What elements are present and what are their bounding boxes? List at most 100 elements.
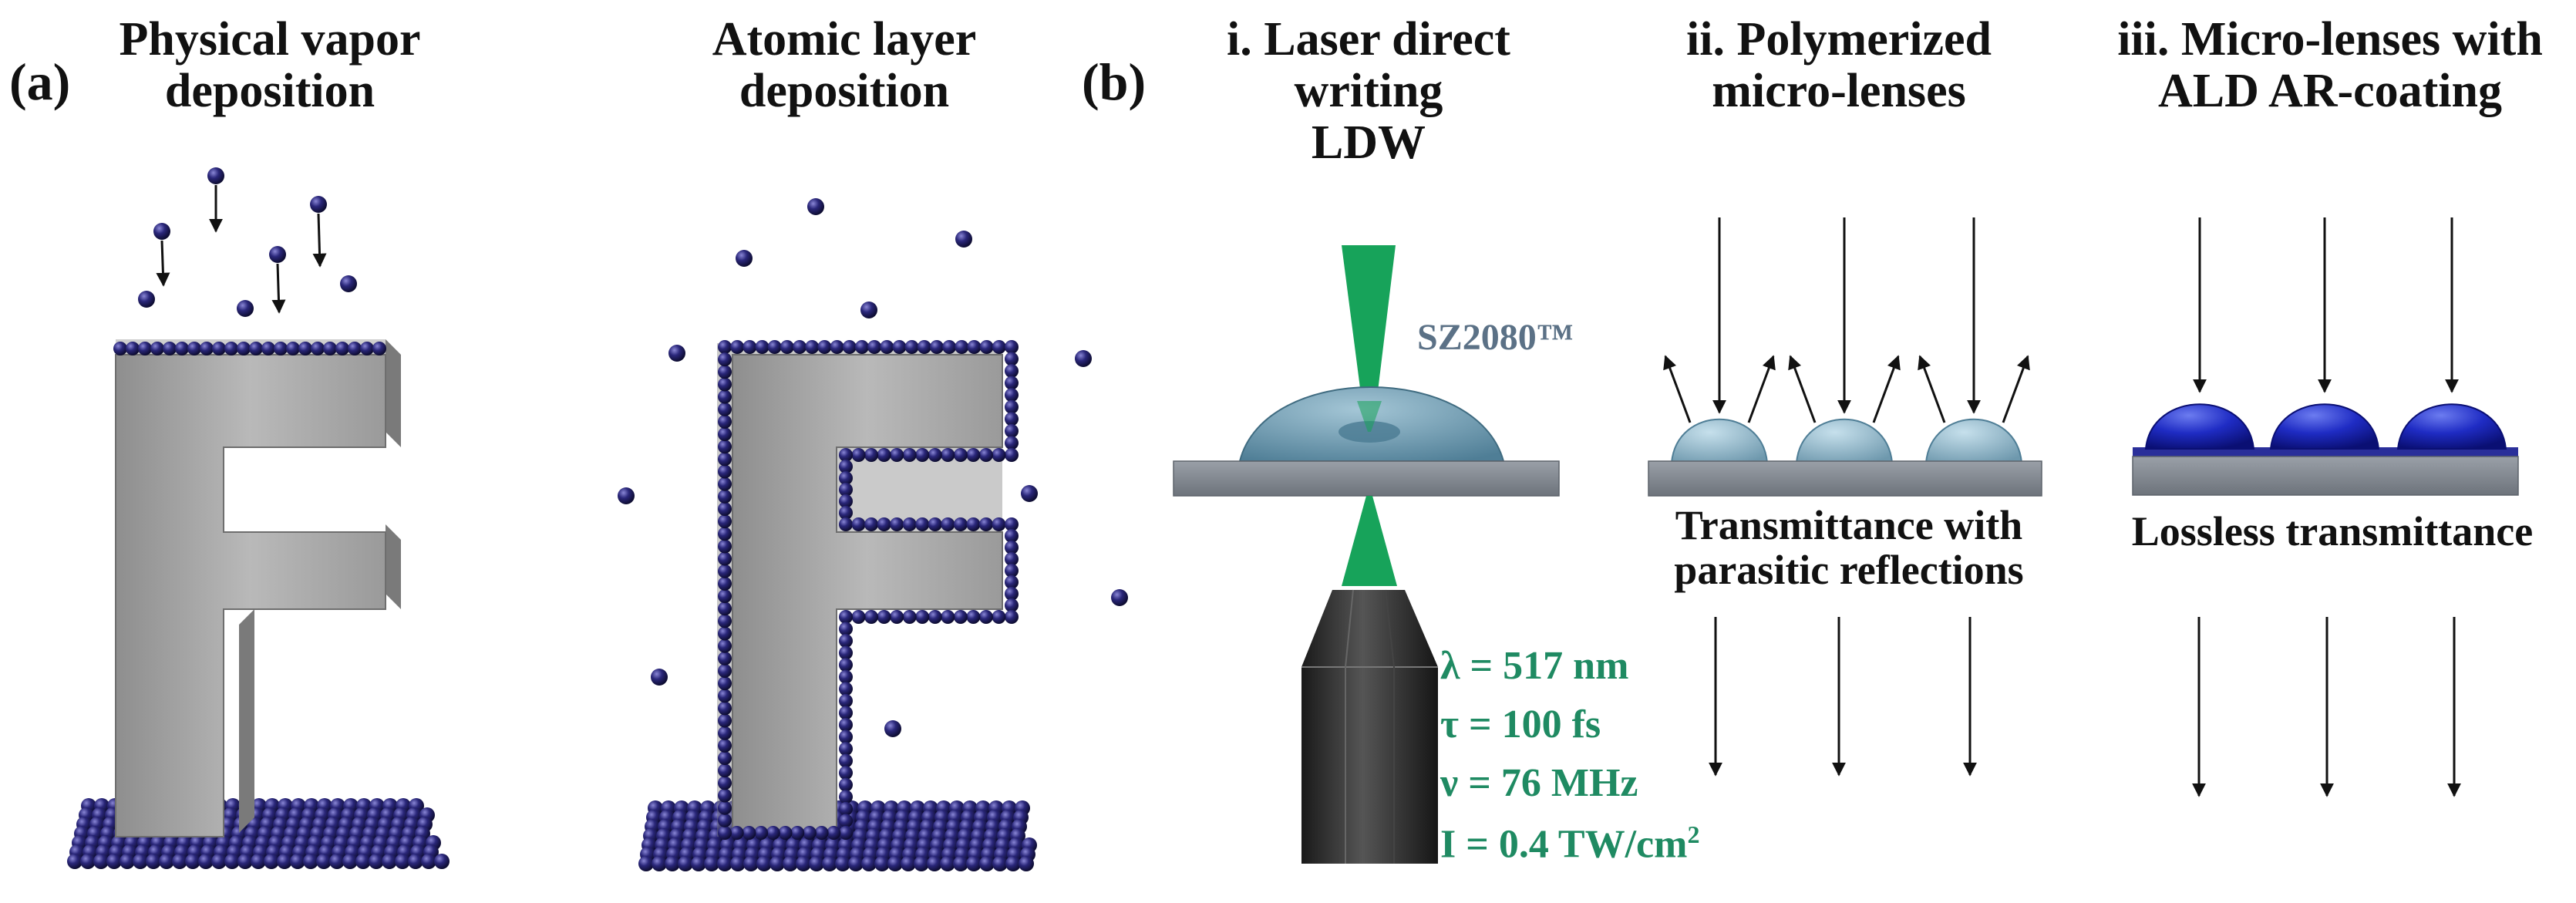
pvd-top-sphere [335,342,349,355]
uncoated-lenses-diagram [1648,217,2042,777]
ald-coating-sphere [877,448,891,462]
ald-precursor-sphere [668,345,685,362]
pvd-base-sphere [211,854,227,869]
ald-coating-sphere [767,340,782,354]
ald-base-sphere [822,856,837,871]
ald-coating-sphere [718,477,732,491]
ldw-diagram [1173,245,1560,864]
pvd-top-sphere [138,342,152,355]
ald-coating-sphere [718,452,732,467]
panel-b-label: (b) [1082,52,1147,111]
pvd-title-line-1: Physical vapor [119,13,421,66]
pvd-letter-f [115,354,386,837]
step1-title-line-3: LDW [1311,116,1426,169]
ald-title-line-1: Atomic layer [712,13,977,66]
pvd-falling-sphere [207,167,224,184]
ald-coating-sphere [839,777,853,792]
ald-coating-sphere [1005,412,1019,426]
ald-base-sphere [717,856,732,871]
ald-coating-sphere [992,448,1006,462]
ald-title-line-2: deposition [739,64,950,117]
pvd-base-sphere [159,854,174,869]
ald-coating-sphere [978,610,993,624]
ald-base-sphere [638,856,654,871]
pvd-base-sphere [369,854,384,869]
pvd-base-sphere [198,854,214,869]
ald-coating-sphere [718,365,732,379]
pvd-base-sphere [316,854,332,869]
ald-coating-sphere [718,651,732,665]
ald-coating-sphere [851,610,866,624]
pvd-falling-sphere [310,196,327,213]
ald-coating-sphere [839,706,853,720]
ald-coating-sphere [864,517,879,531]
ald-coating-sphere [867,340,882,354]
lens-substrate-ii [1648,460,2042,497]
pvd-top-sphere [261,342,275,355]
ald-coating-sphere [851,448,866,462]
pvd-title: Physical vapor deposition [120,14,421,117]
objective-lens [1301,590,1438,864]
ald-diagram [618,198,1128,871]
ald-precursor-sphere [860,302,877,318]
laser-beam-upper [1342,245,1396,436]
ald-coating-sphere [929,340,944,354]
pvd-base-sphere [106,854,122,869]
ald-base-sphere [927,856,942,871]
incident-arrows-ii [1712,217,1981,414]
ald-coating-sphere [839,506,853,520]
pvd-deposition-arrow [156,240,170,287]
ald-coating-sphere [718,726,732,740]
ald-coating-sphere [979,340,994,354]
ald-base-sphere [783,856,798,871]
ald-coating-sphere [718,751,732,766]
coated-lens [2269,403,2380,450]
ald-coating-sphere [1005,610,1019,624]
pvd-top-sphere [163,342,177,355]
pvd-base-sphere [237,854,253,869]
ald-base-sphere [914,856,929,871]
ald-coating-sphere [830,340,844,354]
ald-coating-sphere [978,448,993,462]
ald-coating-sphere [839,669,853,684]
ald-base-sphere [861,856,877,871]
laser-parameters: λ = 517 nm τ = 100 fs ν = 76 MHz I = 0.4… [1440,646,1699,881]
ald-coating-sphere [1005,376,1019,390]
ald-precursor-sphere [807,198,824,215]
ald-coating-sphere [966,610,981,624]
ald-base-sphere [678,856,693,871]
laser-beam-lower [1342,496,1397,586]
ald-coating-sphere [730,340,745,354]
ald-coating-sphere [966,517,981,531]
ald-coating-sphere [1005,352,1019,366]
ald-coating-sphere [839,718,853,732]
ald-coating-sphere [953,517,968,531]
ald-base-sphere [874,856,890,871]
ald-coating-sphere [766,826,780,840]
ald-coating-sphere [839,448,853,462]
reflected-ray [1663,355,1692,423]
ald-base-sphere [940,856,955,871]
ald-coating-sphere [890,517,904,531]
ald-coating-sphere [742,340,757,354]
pvd-top-sphere [200,342,214,355]
param-wavelength: λ = 517 nm [1440,644,1629,688]
step3-title-line-2: ALD AR-coating [2157,64,2503,117]
ald-coating-sphere [718,813,732,827]
pvd-base-sphere [382,854,397,869]
ald-base-sphere [665,856,680,871]
ald-base-sphere [730,856,746,871]
pvd-base-sphere [185,854,200,869]
ald-coating-sphere [1005,517,1019,531]
ald-coating-sphere [1005,541,1019,554]
ald-coating-sphere [1005,399,1019,414]
ald-coating-sphere [992,610,1006,624]
pvd-base-sphere [80,854,96,869]
ald-coating-sphere [902,610,917,624]
transmitted-arrows-iii [2192,617,2461,797]
ald-coating-sphere [1005,388,1019,403]
ald-base-sphere [901,856,916,871]
ald-coating-sphere [718,551,732,566]
pvd-top-sphere [286,342,300,355]
ald-coating-sphere [941,610,955,624]
